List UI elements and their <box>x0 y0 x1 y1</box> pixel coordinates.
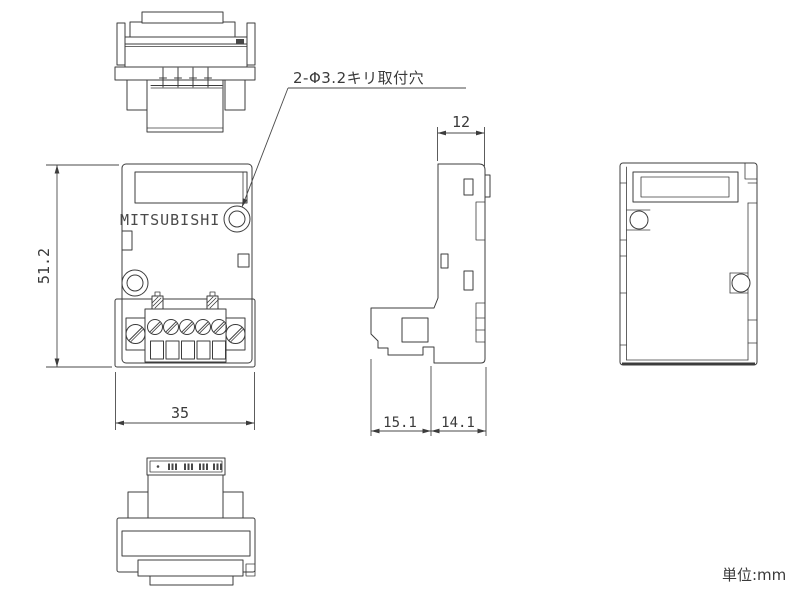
dim-depth-rear-label: 14.1 <box>441 415 475 431</box>
rear-boss-left <box>626 209 651 231</box>
rear-label-window <box>632 171 739 203</box>
top-view-main-band <box>124 36 248 68</box>
side-view-outline <box>370 163 486 364</box>
mounting-hole-annotation: 2-Φ3.2キリ取付穴 <box>241 69 466 208</box>
side-hole-low <box>463 270 474 291</box>
dimension-depth-top: 12 <box>437 113 485 166</box>
terminal-side-screw-right <box>225 324 246 344</box>
bottom-neck <box>147 474 224 519</box>
side-notch-lower <box>475 302 486 343</box>
top-view-bar-accent <box>236 39 244 44</box>
top-view-right-flange <box>246 22 256 66</box>
top-view-base-band <box>114 66 256 81</box>
top-view-pins <box>150 67 223 89</box>
dimension-height: 51.2 <box>35 164 119 368</box>
side-hole-mid <box>440 253 449 269</box>
bottom-inner-band <box>121 530 251 557</box>
bottom-lower-step <box>137 559 244 577</box>
brand-label: MITSUBISHI <box>120 211 220 229</box>
top-view-upper-block <box>129 21 236 38</box>
terminal-block-body <box>144 308 227 363</box>
rear-view-body <box>619 162 758 366</box>
front-right-clip <box>237 253 250 268</box>
top-view-left-shoulder <box>126 79 148 111</box>
mounting-hole-annotation-text: 2-Φ3.2キリ取付穴 <box>293 69 424 87</box>
top-view-topmost-block <box>141 11 224 24</box>
front-view: MITSUBISHI <box>114 163 256 368</box>
bottom-lowest-step <box>149 575 234 586</box>
rear-view <box>619 162 758 366</box>
dim-height-label: 51.2 <box>35 248 53 284</box>
front-left-clip <box>121 230 133 251</box>
top-view-left-flange <box>116 22 126 66</box>
side-terminal-slot <box>401 317 429 343</box>
terminal-clip-right <box>206 291 219 310</box>
leader-line <box>241 87 289 208</box>
dimension-depth-bottom: 15.1 14.1 <box>370 359 487 436</box>
top-view-right-shoulder <box>224 79 246 111</box>
bottom-terminal-markings <box>156 463 222 470</box>
side-notch-upper <box>475 201 486 241</box>
front-view-body <box>121 163 253 364</box>
side-hole-top <box>463 178 474 196</box>
rear-top-right-notch <box>744 162 758 180</box>
dimension-width: 35 <box>115 372 255 430</box>
top-view <box>114 11 256 133</box>
terminal-block <box>125 308 246 363</box>
rear-left-edge-ticks <box>619 182 627 346</box>
side-right-tab <box>484 174 491 198</box>
terminal-slots <box>150 340 226 360</box>
dim-width-label: 35 <box>171 404 189 422</box>
bottom-view <box>116 457 256 586</box>
terminal-screws <box>147 319 227 335</box>
bottom-left-shoulder <box>127 491 149 519</box>
front-label-window <box>134 171 248 204</box>
rear-boss-right <box>729 272 751 294</box>
top-view-connector-block <box>146 79 224 133</box>
terminal-clip-left <box>151 291 164 310</box>
side-view <box>370 163 491 364</box>
terminal-side-screw-left <box>125 324 146 344</box>
mounting-hole-bottom <box>121 269 149 297</box>
dim-depth-front-label: 15.1 <box>383 415 417 431</box>
mounting-hole-top <box>223 205 251 233</box>
unit-note: 単位:mm <box>722 566 786 584</box>
bottom-right-shoulder <box>222 491 244 519</box>
dim-depth-top-label: 12 <box>452 113 470 131</box>
